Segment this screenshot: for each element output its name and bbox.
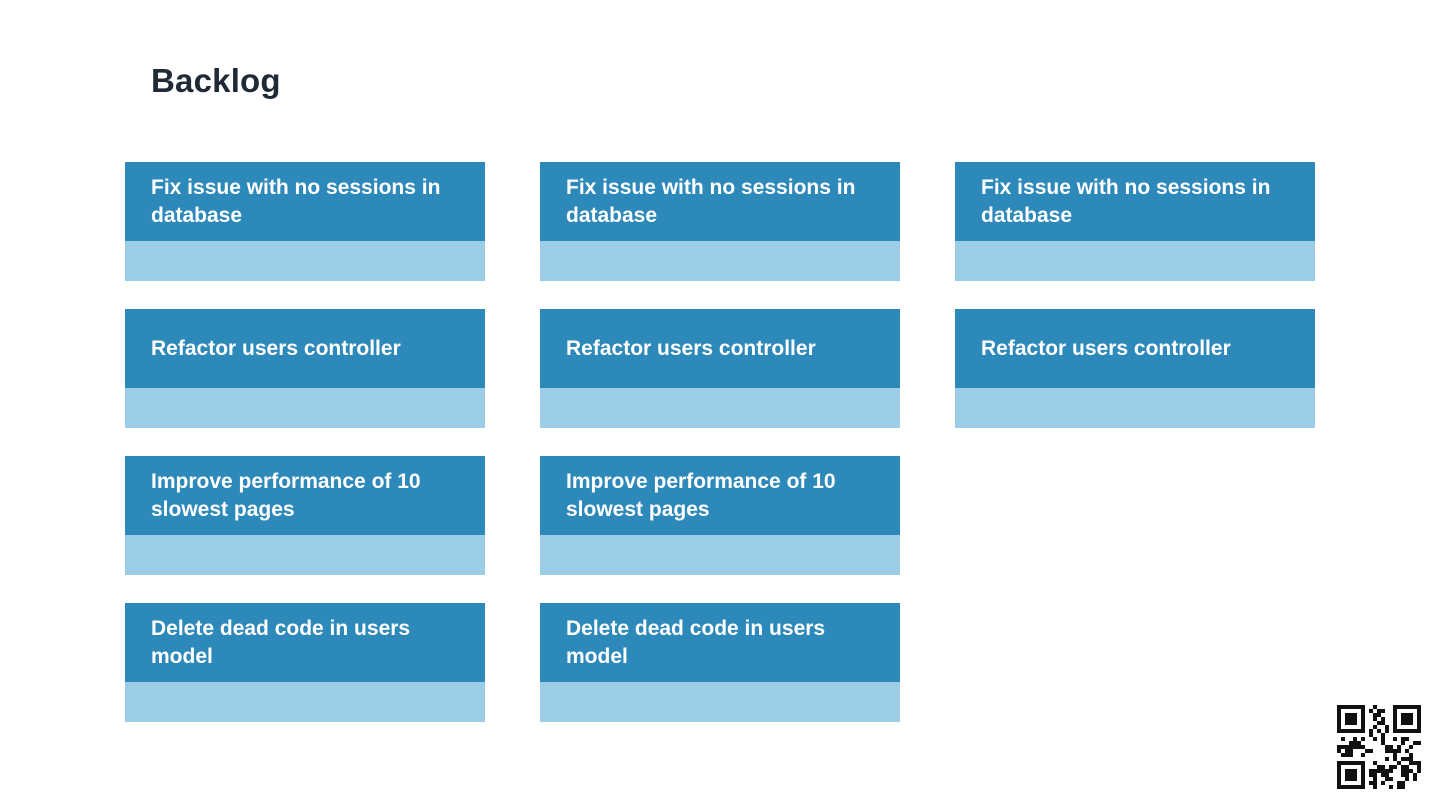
qr-modules <box>1337 705 1421 789</box>
card-footer <box>125 682 485 722</box>
card-footer <box>540 241 900 281</box>
card-footer <box>540 388 900 428</box>
backlog-card[interactable]: Fix issue with no sessions in database <box>955 162 1315 281</box>
card-title: Improve performance of 10 slowest pages <box>566 469 836 521</box>
card-header: Fix issue with no sessions in database <box>125 162 485 241</box>
qr-finder-top-right <box>1393 705 1421 733</box>
card-header: Delete dead code in users model <box>540 603 900 682</box>
backlog-card[interactable]: Refactor users controller <box>540 309 900 428</box>
card-title: Refactor users controller <box>566 336 816 360</box>
qr-code-icon <box>1337 705 1421 789</box>
card-title: Improve performance of 10 slowest pages <box>151 469 421 521</box>
card-title: Refactor users controller <box>981 336 1231 360</box>
backlog-board: Fix issue with no sessions in database R… <box>125 162 1315 762</box>
card-header: Fix issue with no sessions in database <box>955 162 1315 241</box>
card-footer <box>125 241 485 281</box>
card-title: Refactor users controller <box>151 336 401 360</box>
card-title: Fix issue with no sessions in database <box>566 175 856 227</box>
backlog-card[interactable]: Refactor users controller <box>955 309 1315 428</box>
card-footer <box>955 241 1315 281</box>
qr-finder-bottom-left <box>1337 761 1365 789</box>
card-title: Fix issue with no sessions in database <box>151 175 441 227</box>
card-title: Fix issue with no sessions in database <box>981 175 1271 227</box>
backlog-card[interactable]: Delete dead code in users model <box>125 603 485 722</box>
backlog-card[interactable]: Refactor users controller <box>125 309 485 428</box>
card-header: Refactor users controller <box>955 309 1315 388</box>
card-footer <box>125 535 485 575</box>
card-footer <box>540 682 900 722</box>
page-title: Backlog <box>151 62 281 99</box>
card-title: Delete dead code in users model <box>151 616 411 668</box>
card-header: Delete dead code in users model <box>125 603 485 682</box>
card-title: Delete dead code in users model <box>566 616 826 668</box>
card-header: Improve performance of 10 slowest pages <box>125 456 485 535</box>
card-header: Refactor users controller <box>125 309 485 388</box>
backlog-card[interactable]: Improve performance of 10 slowest pages <box>540 456 900 575</box>
card-header: Improve performance of 10 slowest pages <box>540 456 900 535</box>
card-footer <box>955 388 1315 428</box>
qr-finder-top-left <box>1337 705 1365 733</box>
card-header: Refactor users controller <box>540 309 900 388</box>
card-footer <box>540 535 900 575</box>
backlog-card[interactable]: Improve performance of 10 slowest pages <box>125 456 485 575</box>
card-footer <box>125 388 485 428</box>
backlog-card[interactable]: Fix issue with no sessions in database <box>540 162 900 281</box>
card-header: Fix issue with no sessions in database <box>540 162 900 241</box>
backlog-card[interactable]: Fix issue with no sessions in database <box>125 162 485 281</box>
backlog-card[interactable]: Delete dead code in users model <box>540 603 900 722</box>
